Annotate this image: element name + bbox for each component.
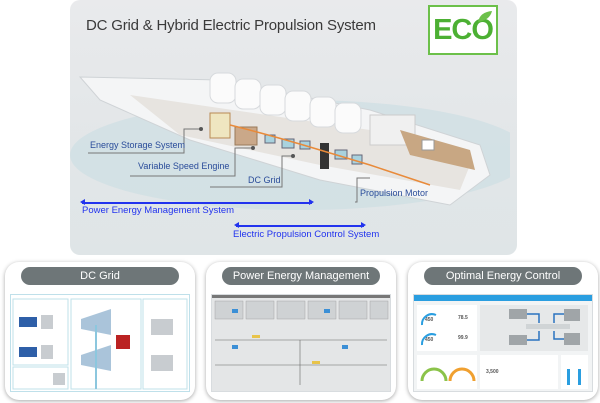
callout-energy-storage: Energy Storage System — [90, 140, 186, 150]
oec-dashboard — [417, 305, 588, 389]
dc-grid-panel: DC Grid — [5, 262, 195, 400]
pem-screen — [211, 294, 391, 392]
pems-span-arrow — [80, 199, 314, 205]
pem-schematic — [212, 295, 390, 385]
callout-dc-grid: DC Grid — [248, 175, 281, 185]
oec-value-3: 78.5 — [458, 315, 468, 321]
ship-illustration — [70, 72, 510, 210]
oec-screen: 450 450 78.5 99.9 3,500 — [413, 294, 593, 392]
dc-grid-title: DC Grid — [21, 267, 179, 285]
pem-title: Power Energy Management — [222, 267, 380, 285]
epcs-span-arrow — [234, 222, 366, 228]
pems-label: Power Energy Management System — [82, 205, 235, 216]
oec-top-bar — [414, 295, 592, 301]
page-title: DC Grid & Hybrid Electric Propulsion Sys… — [86, 17, 376, 34]
optimal-energy-control-panel: Optimal Energy Control 450 450 78.5 99.9… — [408, 262, 598, 400]
oec-value-4: 99.9 — [458, 335, 468, 341]
oec-gauge-2-value: 450 — [425, 337, 434, 343]
oec-gauge-1-value: 450 — [425, 317, 434, 323]
power-energy-management-panel: Power Energy Management — [206, 262, 396, 400]
oec-title: Optimal Energy Control — [424, 267, 582, 285]
leaf-icon — [478, 11, 492, 22]
callout-variable-speed-engine: Variable Speed Engine — [138, 161, 230, 171]
oec-value-5: 3,500 — [486, 369, 499, 375]
dc-grid-schematic — [12, 298, 188, 390]
callout-propulsion-motor: Propulsion Motor — [360, 188, 429, 198]
callout-lines — [88, 127, 370, 203]
epcs-label: Electric Propulsion Control System — [233, 229, 380, 240]
dc-grid-diagram — [10, 294, 190, 392]
eco-badge: ECO — [428, 5, 498, 55]
